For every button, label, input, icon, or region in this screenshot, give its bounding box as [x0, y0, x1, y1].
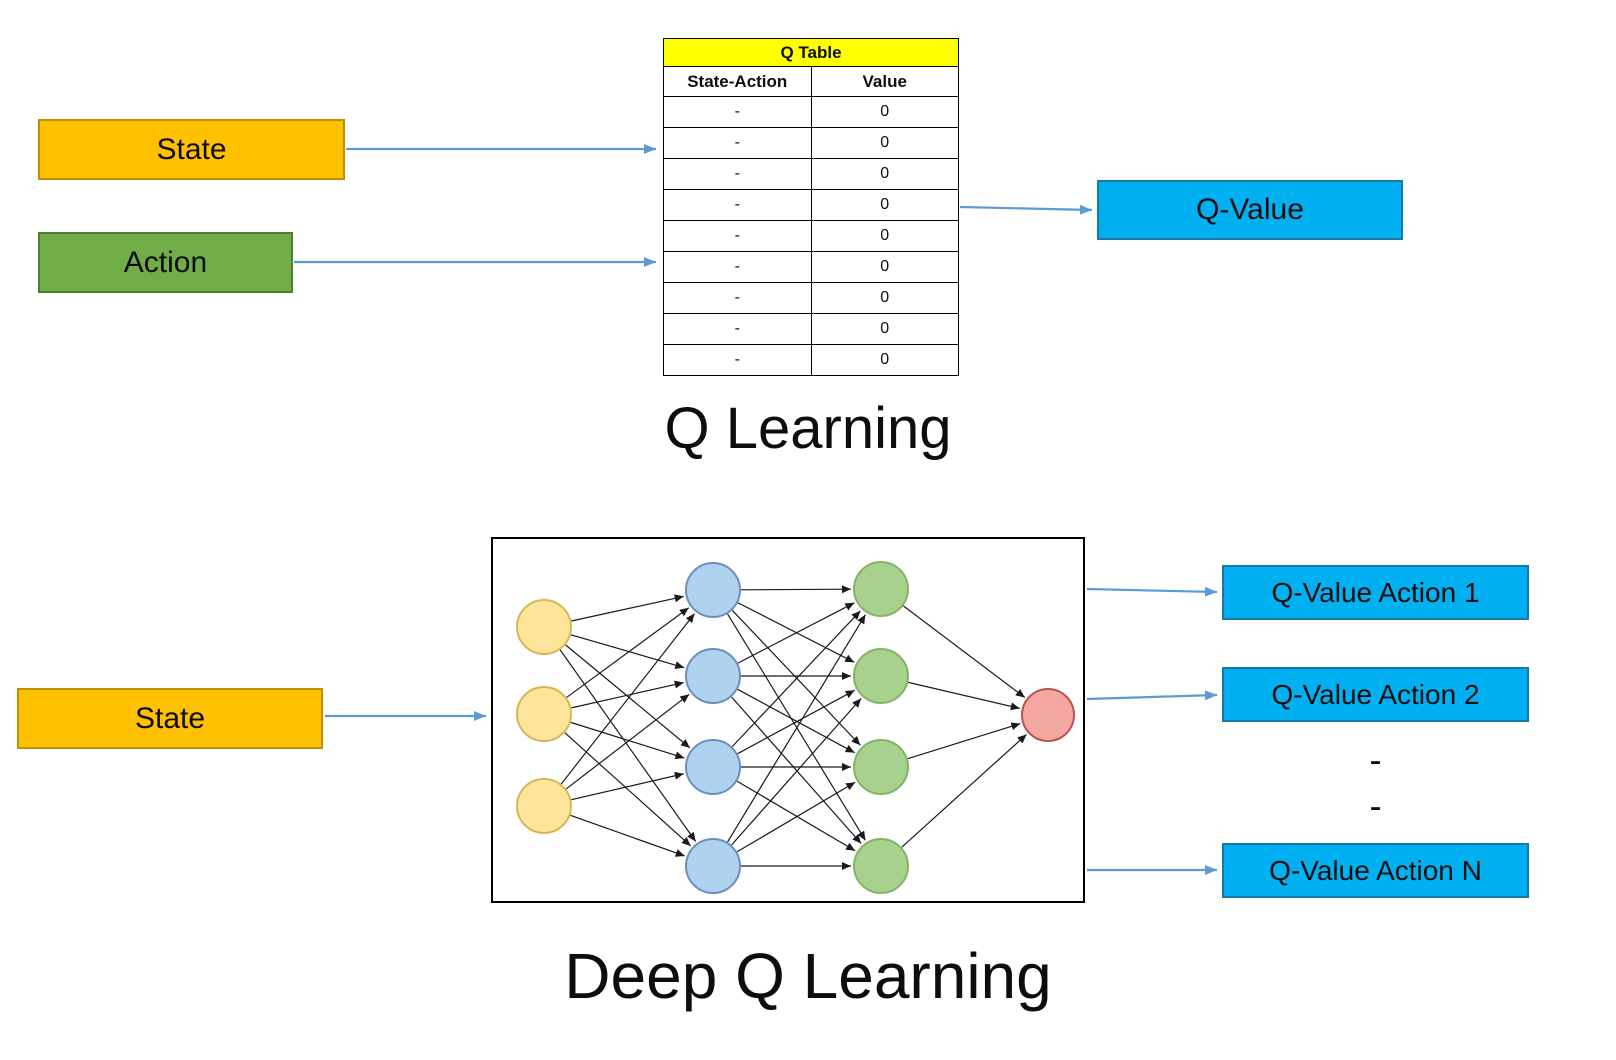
q-table-cell: - — [663, 313, 812, 345]
qvalue-action-2-box: Q-Value Action 2 — [1222, 667, 1529, 722]
q-table-cell: - — [663, 251, 812, 283]
network-container — [491, 537, 1085, 903]
q-table-header-row: State-Action Value — [663, 66, 959, 97]
q-table-cell: - — [663, 220, 812, 252]
q-table-body: -0-0-0-0-0-0-0-0-0 — [663, 96, 959, 376]
q-table-cell: 0 — [810, 158, 959, 190]
ellipsis-dash-1: - — [1369, 739, 1382, 780]
q-table-cell: - — [663, 282, 812, 314]
qvalue-action-1-box: Q-Value Action 1 — [1222, 565, 1529, 620]
q-table-row: -0 — [663, 220, 959, 252]
q-table-title-row: Q Table — [663, 38, 959, 67]
state-box-q: State — [38, 119, 345, 180]
q-table-cell: - — [663, 189, 812, 221]
q-table-cell: 0 — [810, 220, 959, 252]
qvalue-action-2-label: Q-Value Action 2 — [1271, 678, 1480, 710]
q-table-title: Q Table — [663, 38, 959, 67]
q-table-cell: - — [663, 127, 812, 159]
qvalue-label: Q-Value — [1196, 193, 1304, 226]
state-dq-label: State — [134, 701, 206, 735]
q-learning-title: Q Learning — [664, 396, 952, 461]
q-table-cell: 0 — [810, 282, 959, 314]
q-table-row: -0 — [663, 158, 959, 190]
q-table-row: -0 — [663, 96, 959, 128]
q-table-cell: 0 — [810, 251, 959, 283]
q-table-cell: 0 — [810, 344, 959, 376]
q-table-cell: - — [663, 158, 812, 190]
action-label: Action — [123, 245, 208, 279]
ellipsis-dash-2: - — [1369, 785, 1382, 826]
q-table-row: -0 — [663, 251, 959, 283]
q-table-cell: 0 — [810, 96, 959, 128]
q-table-cell: - — [663, 96, 812, 128]
q-table-row: -0 — [663, 344, 959, 376]
qvalue-action-1-label: Q-Value Action 1 — [1271, 576, 1480, 608]
q-table-row: -0 — [663, 189, 959, 221]
state-box-dq: State — [17, 688, 323, 749]
q-table-cell: - — [663, 344, 812, 376]
q-table: Q Table State-Action Value -0-0-0-0-0-0-… — [663, 38, 959, 376]
q-table-row: -0 — [663, 313, 959, 345]
qvalue-action-n-box: Q-Value Action N — [1222, 843, 1529, 898]
deep-q-learning-title: Deep Q Learning — [564, 940, 1052, 1012]
q-table-cell: 0 — [810, 313, 959, 345]
qvalue-action-n-label: Q-Value Action N — [1269, 854, 1482, 886]
state-label: State — [156, 132, 227, 166]
q-table-row: -0 — [663, 282, 959, 314]
qvalue-box: Q-Value — [1097, 180, 1403, 240]
q-table-header-value: Value — [810, 66, 959, 97]
q-table-header-state-action: State-Action — [663, 66, 812, 97]
q-table-cell: 0 — [810, 127, 959, 159]
q-table-row: -0 — [663, 127, 959, 159]
q-table-cell: 0 — [810, 189, 959, 221]
action-box: Action — [38, 232, 293, 293]
